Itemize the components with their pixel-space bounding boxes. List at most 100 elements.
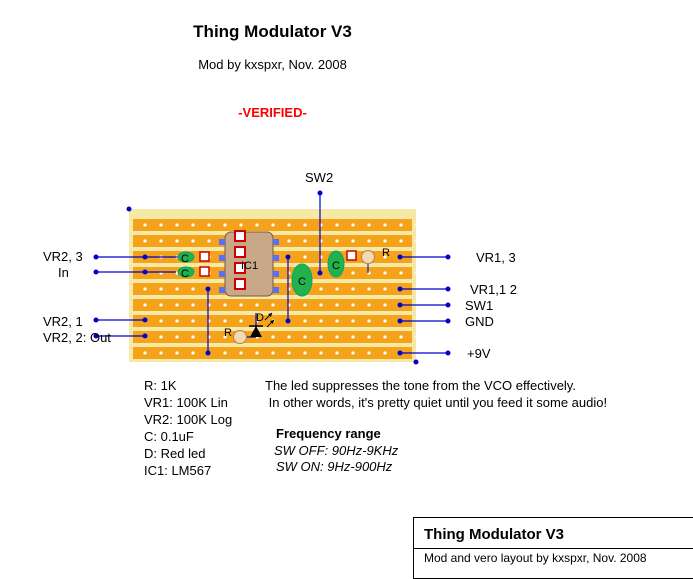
timing-capacitor (291, 263, 313, 297)
parts-list: R: 1K VR1: 100K Lin VR2: 100K Log C: 0.1… (144, 377, 232, 479)
board-hole (175, 319, 179, 323)
board-hole (175, 303, 179, 307)
board-hole (191, 239, 195, 243)
sw2-label: SW2 (305, 170, 334, 185)
board-hole (287, 239, 291, 243)
switch-capacitor (327, 250, 357, 278)
board-hole (367, 223, 371, 227)
board-hole (319, 319, 323, 323)
board-hole (191, 351, 195, 355)
board-hole (351, 319, 355, 323)
board-hole (351, 335, 355, 339)
board-hole (383, 255, 387, 259)
board-hole (367, 239, 371, 243)
board-hole (399, 239, 403, 243)
corner-dot (413, 359, 419, 365)
parts-list-item: IC1: LM567 (144, 463, 212, 478)
resistor-bottom (233, 330, 247, 344)
board-hole (271, 351, 275, 355)
board-hole (303, 255, 307, 259)
cap-label: C (332, 260, 340, 272)
board-hole (159, 239, 163, 243)
board-hole (175, 351, 179, 355)
board-hole (335, 319, 339, 323)
frequency-sw-off: SW OFF: 90Hz-9KHz (274, 443, 399, 458)
board-hole (191, 303, 195, 307)
notes: The led suppresses the tone from the VCO… (265, 377, 607, 411)
board-hole (175, 287, 179, 291)
board-hole (367, 287, 371, 291)
board-hole (335, 287, 339, 291)
board-hole (303, 335, 307, 339)
board-hole (159, 351, 163, 355)
board-hole (319, 351, 323, 355)
title-block-subtitle: Mod and vero layout by kxspxr, Nov. 2008 (414, 548, 693, 565)
page-title: Thing Modulator V3 (193, 22, 352, 41)
resistor-top (361, 250, 375, 273)
board-hole (383, 271, 387, 275)
board-hole (239, 319, 243, 323)
board-hole (223, 351, 227, 355)
board-hole (175, 335, 179, 339)
board-hole (319, 303, 323, 307)
input-label: In (58, 265, 69, 280)
ic1-label: IC1 (241, 260, 258, 272)
board-hole (351, 239, 355, 243)
board-hole (239, 351, 243, 355)
board-hole (351, 223, 355, 227)
frequency-sw-on: SW ON: 9Hz-900Hz (276, 459, 393, 474)
board-hole (399, 335, 403, 339)
board-hole (223, 303, 227, 307)
board-hole (383, 223, 387, 227)
parts-list-item: C: 0.1uF (144, 429, 194, 444)
parts-list-item: D: Red led (144, 446, 206, 461)
board-hole (159, 319, 163, 323)
board-hole (335, 239, 339, 243)
board-hole (367, 303, 371, 307)
board-hole (175, 239, 179, 243)
board-hole (223, 319, 227, 323)
frequency-title: Frequency range (276, 426, 381, 441)
board-hole (399, 223, 403, 227)
vr2-1-label: VR2, 1 (43, 314, 83, 329)
board-hole (303, 319, 307, 323)
corner-dot (126, 206, 132, 212)
ic1-chip (219, 230, 279, 297)
board-hole (143, 303, 147, 307)
board-hole (287, 351, 291, 355)
board-hole (319, 335, 323, 339)
board-hole (255, 351, 259, 355)
board-hole (335, 351, 339, 355)
board-hole (239, 223, 243, 227)
board-hole (255, 303, 259, 307)
note-line: In other words, it's pretty quiet until … (265, 395, 608, 410)
cap-label: C (181, 268, 189, 280)
led-label: D (256, 312, 264, 324)
board-hole (399, 271, 403, 275)
board-hole (351, 271, 355, 275)
verified-badge: -VERIFIED- (238, 105, 307, 120)
board-hole (143, 287, 147, 291)
board-hole (383, 303, 387, 307)
board-hole (239, 303, 243, 307)
board-hole (415, 335, 419, 339)
board-hole (303, 239, 307, 243)
resistor-label: R (224, 327, 232, 339)
board-hole (415, 271, 419, 275)
gnd-label: GND (465, 314, 494, 329)
board-hole (287, 335, 291, 339)
wire-endpoints (93, 190, 451, 356)
board-hole (335, 303, 339, 307)
board-hole (271, 223, 275, 227)
board-hole (271, 303, 275, 307)
board-hole (351, 287, 355, 291)
parts-list-item: R: 1K (144, 378, 177, 393)
board-hole (383, 239, 387, 243)
output-label: VR2, 2: Out (43, 330, 111, 345)
power-label: +9V (467, 346, 491, 361)
board-hole (383, 351, 387, 355)
vero-layout-diagram: IC1 (93, 190, 451, 365)
board-hole (175, 223, 179, 227)
board-hole (351, 351, 355, 355)
board-hole (255, 223, 259, 227)
